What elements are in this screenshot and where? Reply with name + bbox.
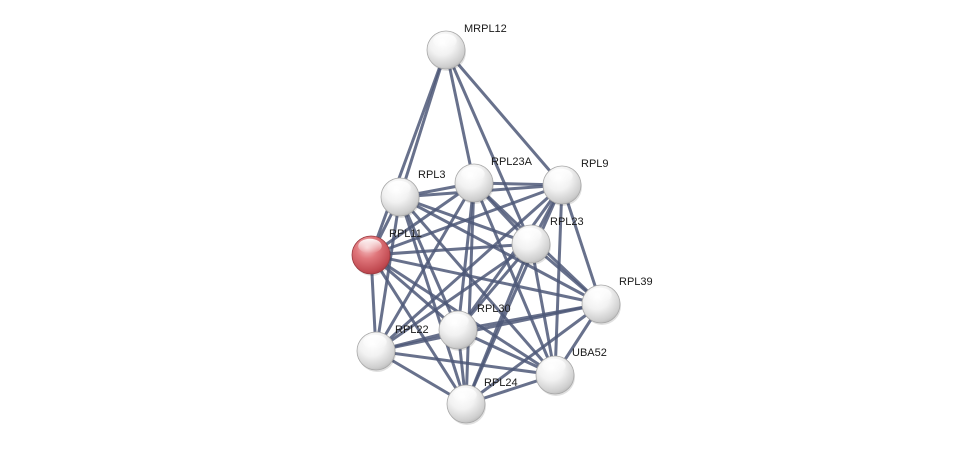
- node-rpl39[interactable]: RPL39: [581, 276, 653, 325]
- node-gloss: [518, 227, 542, 243]
- edge-rpl23a-rpl11: [369, 181, 476, 257]
- node-label-rpl11: RPL11: [389, 228, 422, 240]
- node-rpl9[interactable]: RPL9: [542, 158, 609, 206]
- edge-rpl23a-rpl24: [464, 181, 476, 406]
- node-uba52[interactable]: UBA52: [535, 347, 607, 396]
- edge-rpl3-uba52: [398, 195, 557, 377]
- edge-rpl39-rpl22: [374, 302, 603, 353]
- edge-rpl11-rpl23: [369, 242, 533, 257]
- node-gloss: [542, 358, 566, 374]
- edge-rpl11-rpl39: [369, 253, 603, 306]
- node-label-rpl23a: RPL23A: [491, 156, 533, 168]
- edge-rpl9-rpl11: [369, 183, 564, 257]
- edge-mrpl12-rpl23: [444, 48, 533, 246]
- node-gloss: [387, 180, 411, 196]
- node-rpl3[interactable]: RPL3: [380, 169, 446, 218]
- edge-rpl23-rpl22: [374, 242, 533, 353]
- edge-mrpl12-rpl23a: [444, 48, 476, 185]
- node-gloss: [358, 238, 382, 254]
- edge-rpl9-rpl39: [560, 183, 603, 306]
- node-label-uba52: UBA52: [572, 347, 607, 359]
- edge-rpl11-rpl24: [369, 253, 468, 406]
- node-label-rpl30: RPL30: [477, 303, 511, 315]
- node-label-rpl22: RPL22: [395, 324, 429, 336]
- node-mrpl12[interactable]: MRPL12: [426, 23, 507, 71]
- node-label-rpl39: RPL39: [619, 276, 653, 288]
- edge-rpl9-rpl22: [374, 183, 564, 353]
- node-label-mrpl12: MRPL12: [464, 23, 507, 35]
- edge-rpl39-rpl24: [464, 302, 603, 406]
- edge-rpl23a-rpl30: [456, 181, 476, 332]
- node-label-rpl24: RPL24: [484, 377, 518, 389]
- edge-rpl22-uba52: [374, 349, 557, 377]
- node-rpl22[interactable]: RPL22: [356, 324, 429, 372]
- node-rpl23a[interactable]: RPL23A: [454, 156, 533, 204]
- node-gloss: [588, 287, 612, 303]
- node-rpl24[interactable]: RPL24: [446, 377, 518, 425]
- node-rpl30[interactable]: RPL30: [438, 303, 511, 351]
- edge-rpl3-rpl30: [398, 195, 460, 332]
- edge-mrpl12-rpl11: [369, 48, 448, 257]
- node-rpl23[interactable]: RPL23: [511, 216, 584, 265]
- edge-rpl3-rpl39: [398, 195, 603, 306]
- node-rpl11[interactable]: RPL11: [351, 228, 422, 276]
- node-label-rpl23: RPL23: [550, 216, 584, 228]
- edge-mrpl12-rpl9: [444, 48, 564, 187]
- node-gloss: [461, 166, 485, 182]
- edge-rpl9-uba52: [553, 183, 564, 377]
- edge-rpl23a-uba52: [472, 181, 557, 377]
- node-gloss: [363, 334, 387, 350]
- edge-rpl3-rpl22: [374, 195, 402, 353]
- node-gloss: [453, 387, 477, 403]
- edge-rpl23-uba52: [529, 242, 557, 377]
- node-label-rpl3: RPL3: [418, 169, 446, 181]
- node-gloss: [445, 313, 469, 329]
- node-gloss: [433, 33, 457, 49]
- node-gloss: [549, 168, 573, 184]
- node-label-rpl9: RPL9: [581, 158, 609, 170]
